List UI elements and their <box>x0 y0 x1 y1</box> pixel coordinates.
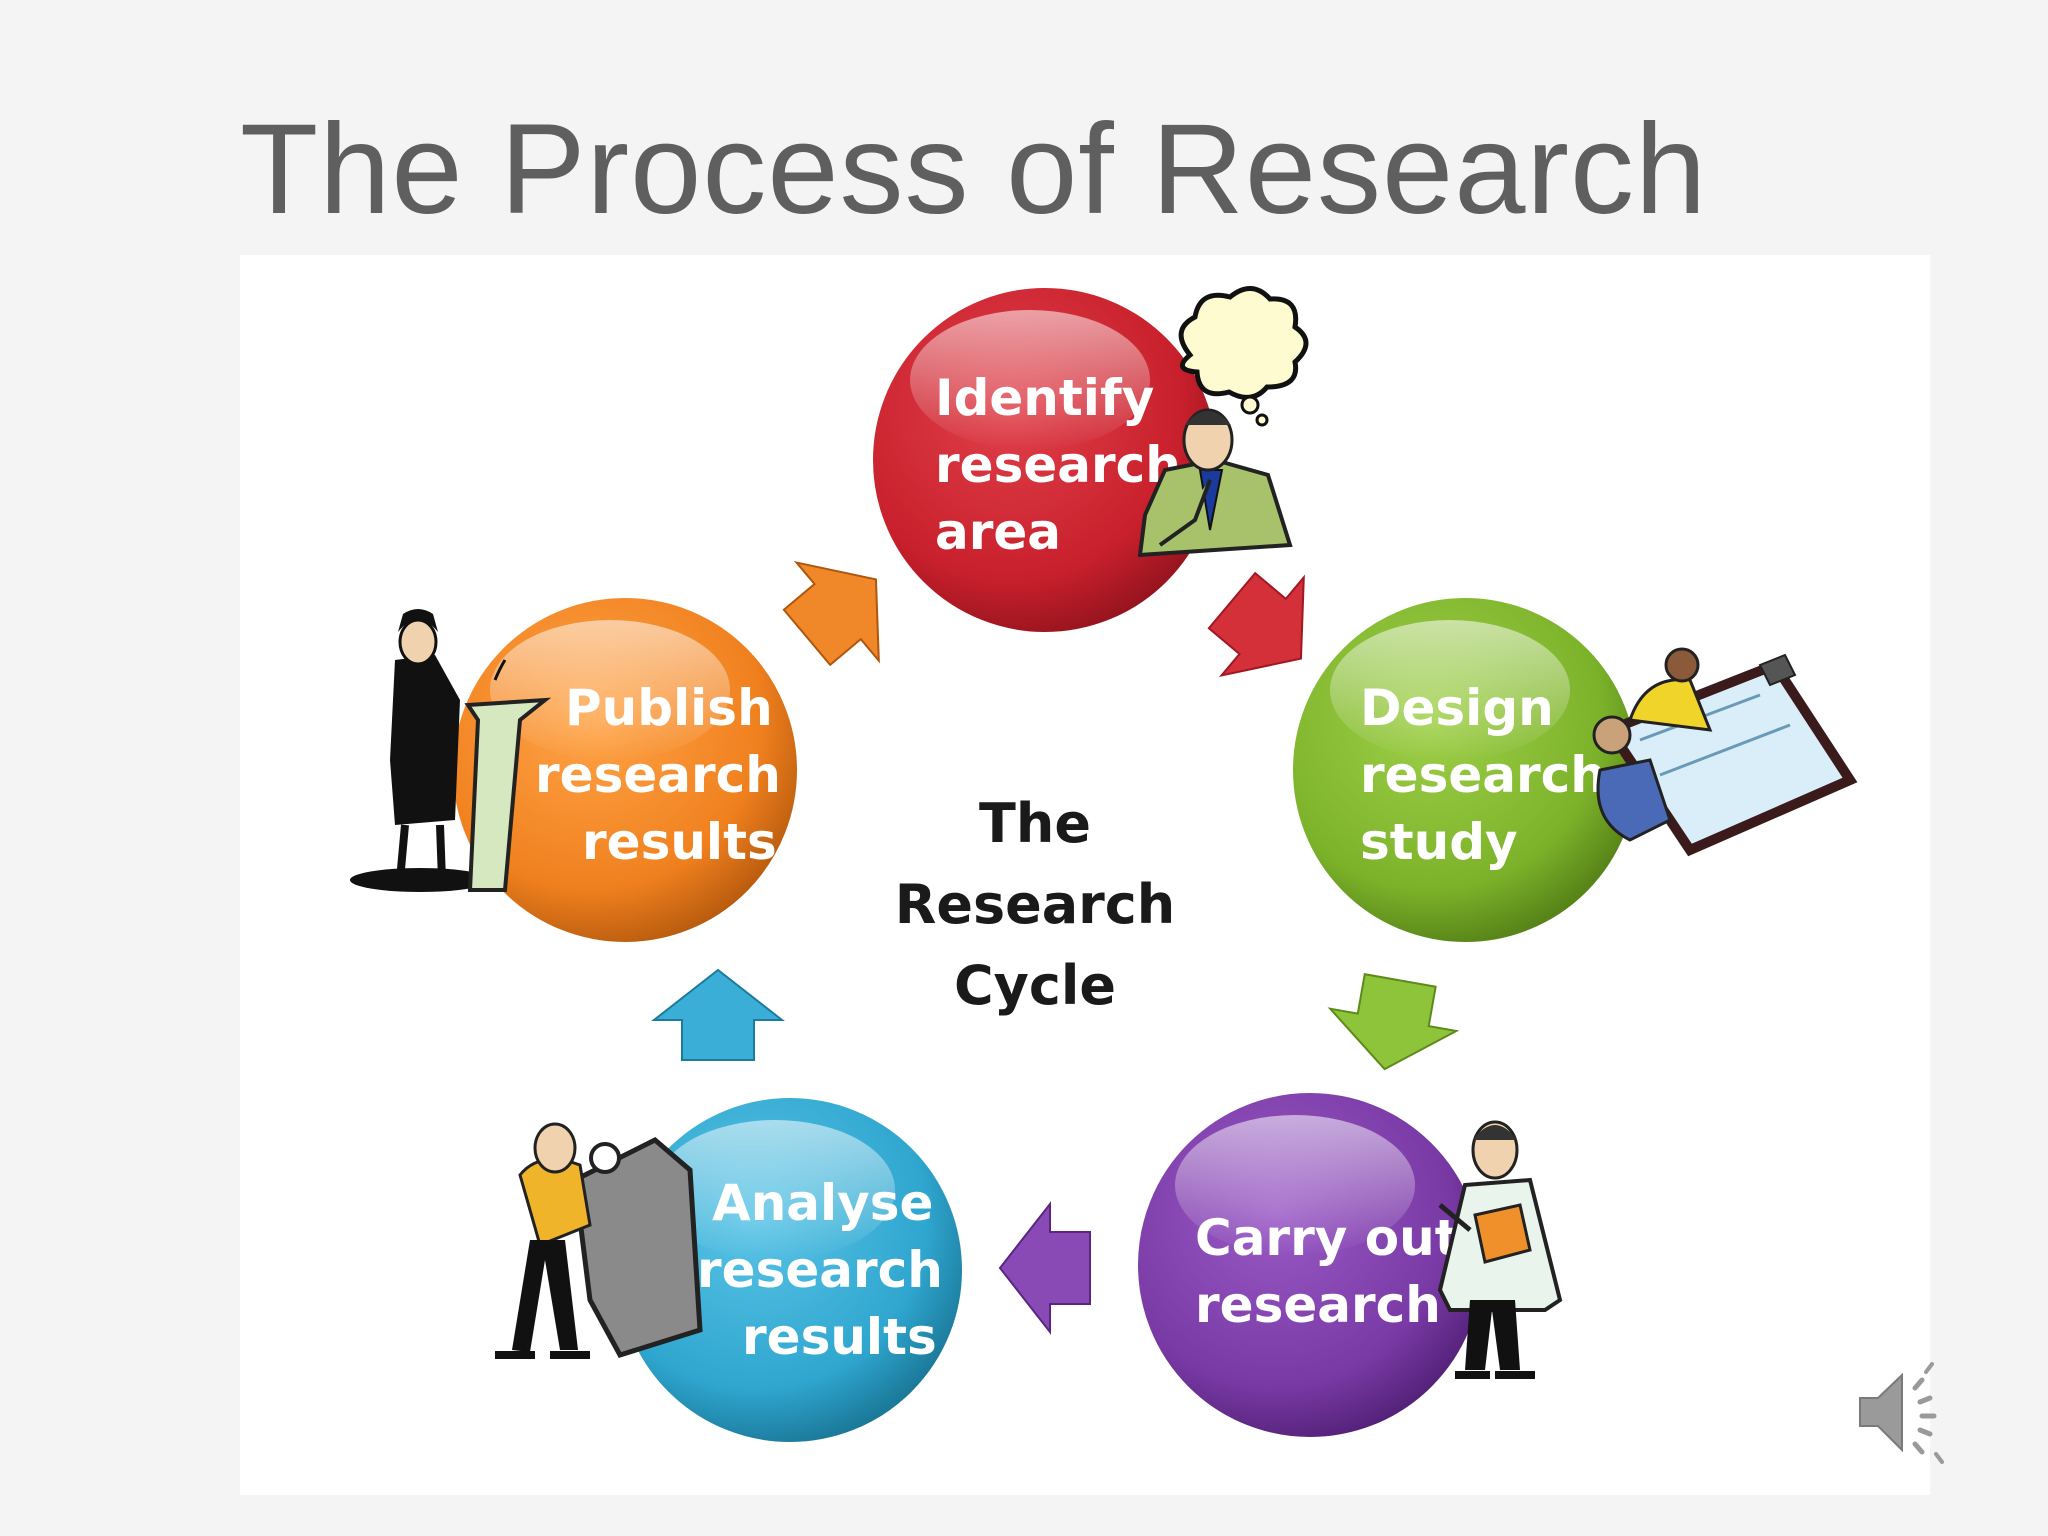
arrow-publish-to-identify <box>782 560 880 667</box>
speaker-volume-icon[interactable] <box>1859 1362 1944 1464</box>
stage-identify-line-3: area <box>935 503 1061 561</box>
arrow-analyse-to-publish <box>651 968 785 1061</box>
center-label: The Research Cycle <box>895 792 1176 1017</box>
stage-design-line-3: study <box>1360 813 1518 871</box>
stage-publish-line-1: Publish <box>565 679 773 737</box>
stage-carry-out-line-1: Carry out <box>1195 1209 1459 1267</box>
scientist-clipboard-icon <box>1437 1120 1563 1379</box>
stage-analyse-research-results: Analyse research results <box>612 1092 968 1448</box>
speaker-podium-icon <box>350 609 552 892</box>
stage-carry-out-line-2: research <box>1195 1276 1441 1334</box>
stage-design-line-2: research <box>1360 746 1606 804</box>
stage-design-research-study: Design research study <box>1287 592 1643 948</box>
arrow-identify-to-design <box>1207 571 1305 678</box>
stage-design-line-1: Design <box>1360 679 1554 737</box>
stage-identify-line-1: Identify <box>935 369 1154 427</box>
stage-analyse-line-1: Analyse <box>712 1174 933 1232</box>
thinking-man-icon <box>1137 286 1309 558</box>
stage-carry-out-research: Carry out research <box>1132 1087 1488 1443</box>
center-label-line-1: The <box>979 792 1091 855</box>
stage-publish-line-2: research <box>535 746 781 804</box>
planning-team-icon <box>1592 647 1858 857</box>
slide-title: The Process of Research <box>240 98 1708 241</box>
stage-identify-line-2: research <box>935 436 1181 494</box>
stage-publish-research-results: Publish research results <box>447 592 803 948</box>
arrow-design-to-carry-out <box>1327 973 1460 1071</box>
center-label-line-3: Cycle <box>954 954 1116 1017</box>
stage-analyse-line-3: results <box>742 1308 937 1366</box>
stage-publish-line-3: results <box>582 813 777 871</box>
center-label-line-2: Research <box>895 873 1176 936</box>
stage-analyse-line-2: research <box>697 1241 943 1299</box>
arrow-carry-out-to-analyse <box>998 1201 1091 1335</box>
analyst-magnifier-icon <box>495 1122 703 1359</box>
stage-identify-research-area: Identify research area <box>867 282 1223 638</box>
